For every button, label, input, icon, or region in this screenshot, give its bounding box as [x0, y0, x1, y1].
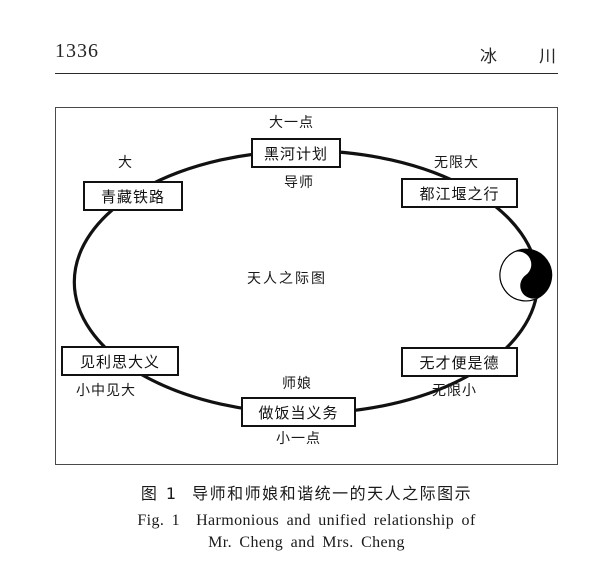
- node-box-heihe-plan[interactable]: 黑河计划: [251, 138, 341, 168]
- yin-yang-icon: [499, 248, 553, 302]
- node-box-zuofan-yiwu[interactable]: 做饭当义务: [241, 397, 356, 427]
- journal-char-2: 川: [539, 47, 556, 67]
- figure-frame: 青藏铁路 黑河计划 都江堰之行 见利思大义 无才便是德 做饭当义务 大 大一点 …: [55, 107, 558, 465]
- caption-english-line1: Fig. 1 Harmonious and unified relationshi…: [55, 512, 558, 530]
- node-box-jianli-sidayi[interactable]: 见利思大义: [61, 346, 179, 376]
- figure-caption: 图 1 导师和师娘和谐统一的天人之际图示 Fig. 1 Harmonious and…: [55, 480, 558, 552]
- label-wuxianda: 无限大: [434, 155, 479, 171]
- header-divider: [55, 73, 558, 74]
- page-header: 1336 冰川: [55, 40, 558, 74]
- journal-char-1: 冰: [480, 47, 497, 67]
- label-daoshi-mentor: 导师: [284, 175, 314, 191]
- node-box-qingzang-railway[interactable]: 青藏铁路: [83, 181, 183, 211]
- caption-cn-number: 图 1: [140, 484, 179, 503]
- label-dayidian: 大一点: [269, 115, 314, 131]
- node-box-wucai-shide[interactable]: 无才便是德: [401, 347, 518, 377]
- node-box-dujiangyan-trip[interactable]: 都江堰之行: [401, 178, 518, 208]
- label-xiaoyidian: 小一点: [276, 431, 321, 447]
- page-number: 1336: [55, 40, 99, 62]
- caption-english-line2: Mr. Cheng and Mrs. Cheng: [208, 534, 405, 551]
- label-xiaozhongjiandа: 小中见大: [76, 383, 136, 399]
- label-shiniang-wife: 师娘: [282, 376, 312, 392]
- caption-cn-text: 导师和师娘和谐统一的天人之际图示: [192, 484, 473, 503]
- caption-chinese: 图 1 导师和师娘和谐统一的天人之际图示: [55, 480, 558, 504]
- caption-en-text1: Harmonious and unified relationship of: [196, 512, 476, 529]
- journal-title: 冰川: [438, 42, 556, 67]
- caption-en-number: Fig. 1: [137, 512, 181, 529]
- figure-center-label: 天人之际图: [247, 271, 327, 287]
- label-da: 大: [118, 155, 133, 171]
- label-wuxianxiao: 无限小: [432, 383, 477, 399]
